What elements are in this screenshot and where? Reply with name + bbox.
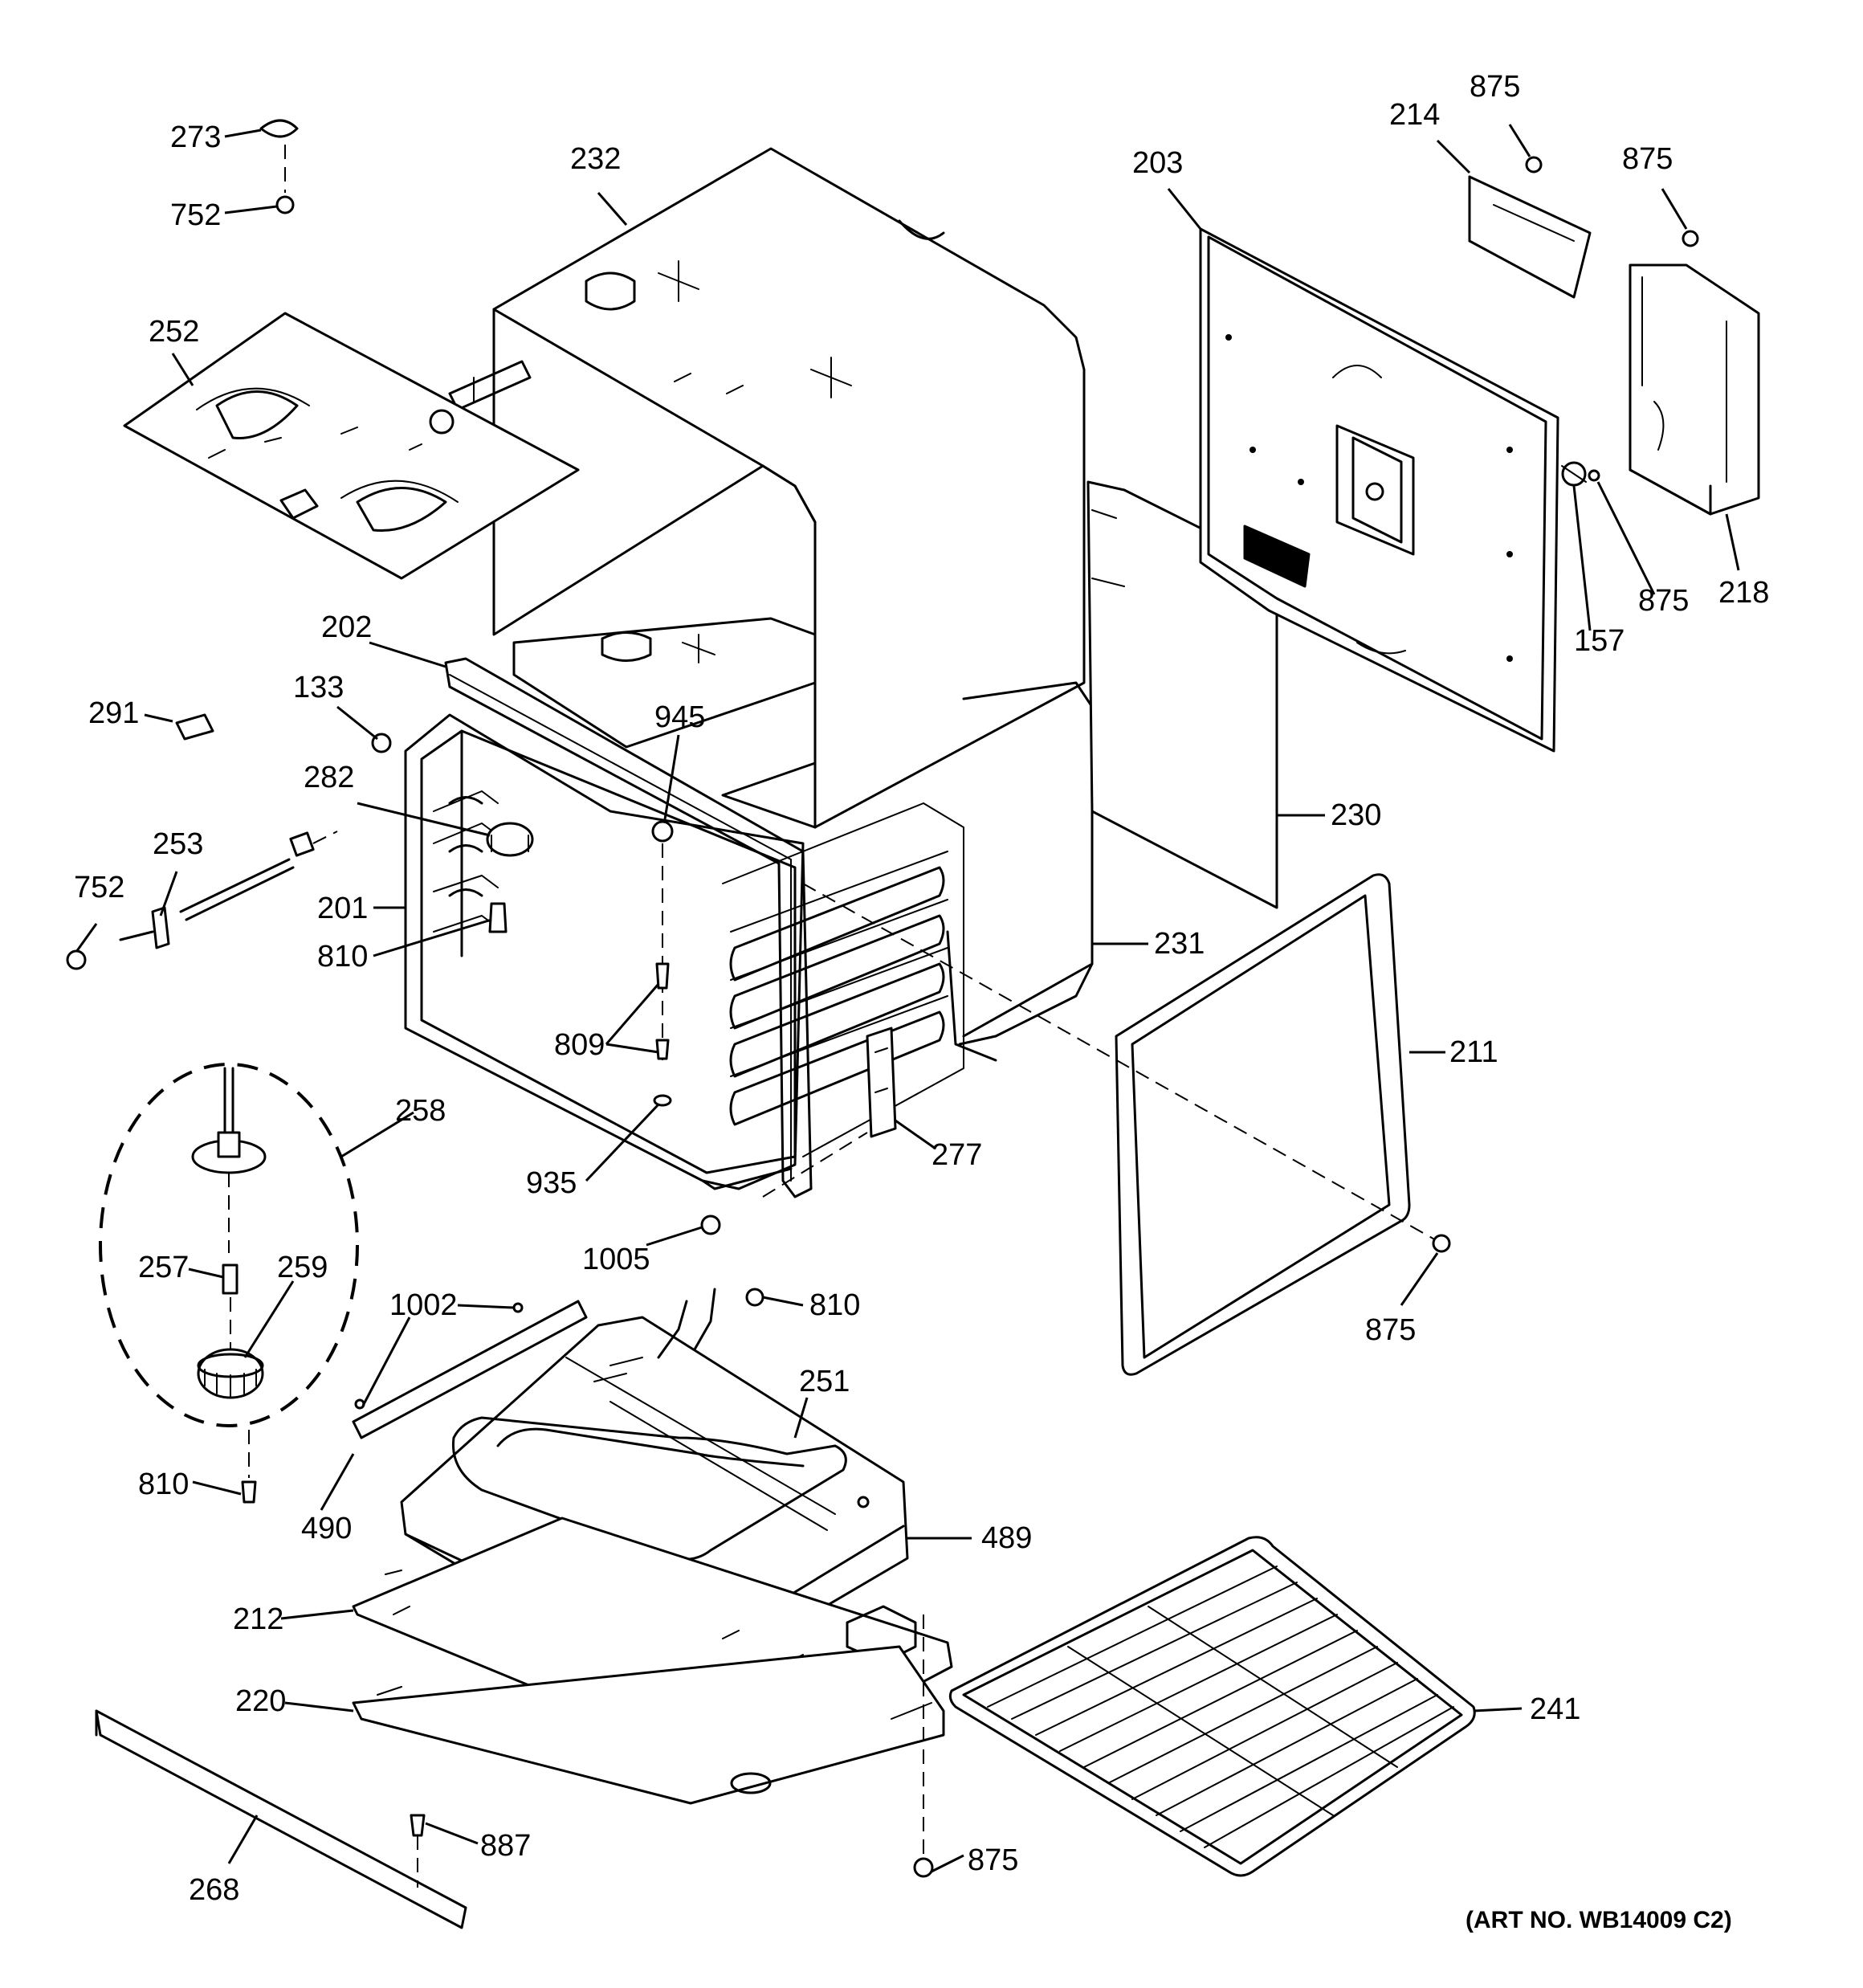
callout-252: 252 (149, 315, 199, 349)
fan-blade-259 (197, 1348, 264, 1399)
callout-291: 291 (88, 696, 139, 730)
sensor-257 (222, 1263, 238, 1295)
callout-875: 875 (1365, 1313, 1416, 1347)
screw-icon (275, 195, 295, 214)
convection-assembly-outline-258 (99, 1063, 359, 1427)
callout-201: 201 (317, 892, 368, 925)
callout-251: 251 (799, 1365, 850, 1398)
callout-490: 490 (301, 1512, 352, 1545)
insulation-230 (1086, 480, 1278, 909)
callout-810: 810 (317, 940, 368, 974)
callout-875: 875 (1470, 70, 1520, 104)
callout-875: 875 (1638, 584, 1689, 618)
sensor-253 (119, 831, 338, 949)
callout-1005: 1005 (582, 1243, 650, 1276)
callout-489: 489 (981, 1521, 1032, 1555)
back-panel-203 (1199, 227, 1559, 753)
front-frame-202 (444, 657, 813, 1198)
callout-133: 133 (293, 671, 344, 704)
callout-220: 220 (235, 1684, 286, 1718)
callout-809: 809 (554, 1028, 605, 1062)
callout-157: 157 (1574, 624, 1625, 658)
callout-875: 875 (968, 1843, 1018, 1877)
callout-212: 212 (233, 1602, 283, 1636)
callout-810: 810 (138, 1468, 189, 1501)
callout-labels: 273 752 232 252 214 875 875 203 875 157 … (74, 70, 1769, 1933)
strip-490 (352, 1300, 588, 1439)
screw-icon (700, 1214, 721, 1235)
callout-945: 945 (654, 700, 705, 734)
callout-259: 259 (277, 1251, 328, 1284)
callout-268: 268 (189, 1873, 239, 1907)
callout-241: 241 (1530, 1692, 1580, 1726)
hinge-277 (866, 1027, 897, 1138)
callout-231: 231 (1154, 927, 1205, 961)
trim-268 (95, 1709, 467, 1929)
callout-810: 810 (809, 1288, 860, 1322)
callout-875: 875 (1622, 142, 1673, 176)
screw-icon (745, 1288, 764, 1307)
top-panel-252 (123, 312, 580, 580)
screw-icon (653, 962, 672, 1107)
callout-202: 202 (321, 610, 372, 644)
outer-wrapper-232 (492, 147, 1086, 829)
callout-1002: 1002 (389, 1288, 458, 1322)
screw-icon (241, 1480, 257, 1504)
screw-icon (913, 1857, 934, 1878)
callout-218: 218 (1718, 576, 1769, 610)
terminal-block (448, 360, 532, 411)
callout-277: 277 (932, 1138, 982, 1172)
screw-icon (488, 902, 508, 933)
callout-211: 211 (1449, 1035, 1498, 1069)
screw-icon (1525, 156, 1699, 482)
cap-273 (259, 119, 299, 138)
screw-icon (410, 1814, 426, 1837)
art-number: (ART NO. WB14009 C2) (1466, 1907, 1732, 1933)
callout-282: 282 (304, 761, 354, 794)
leader-lines (75, 124, 1740, 1873)
screw-icon (512, 1302, 524, 1313)
fan-282 (486, 822, 534, 857)
thermal-switch-157 (1561, 461, 1587, 487)
callout-887: 887 (480, 1829, 531, 1863)
screw-icon (1432, 1234, 1451, 1253)
nut-945 (651, 820, 674, 843)
screw-icon (66, 949, 87, 970)
gasket-211 (1115, 873, 1411, 1376)
callout-214: 214 (1389, 98, 1440, 132)
clip-291 (175, 713, 214, 741)
oven-rack-241 (948, 1536, 1476, 1877)
bottom-220 (352, 1645, 945, 1805)
callout-253: 253 (153, 827, 203, 861)
callout-232: 232 (570, 142, 621, 176)
callout-257: 257 (138, 1251, 189, 1284)
callout-752: 752 (170, 198, 221, 232)
bracket-214 (1468, 175, 1592, 299)
bake-element-251 (451, 1288, 847, 1561)
motor-mount (191, 1067, 267, 1174)
callout-935: 935 (526, 1166, 577, 1200)
callout-258: 258 (395, 1094, 446, 1128)
callout-273: 273 (170, 120, 221, 154)
callout-752: 752 (74, 871, 124, 904)
callout-230: 230 (1331, 798, 1381, 832)
control-box-218 (1629, 263, 1760, 516)
oven-side-panel-231 (946, 681, 1094, 1062)
callout-203: 203 (1132, 146, 1183, 180)
